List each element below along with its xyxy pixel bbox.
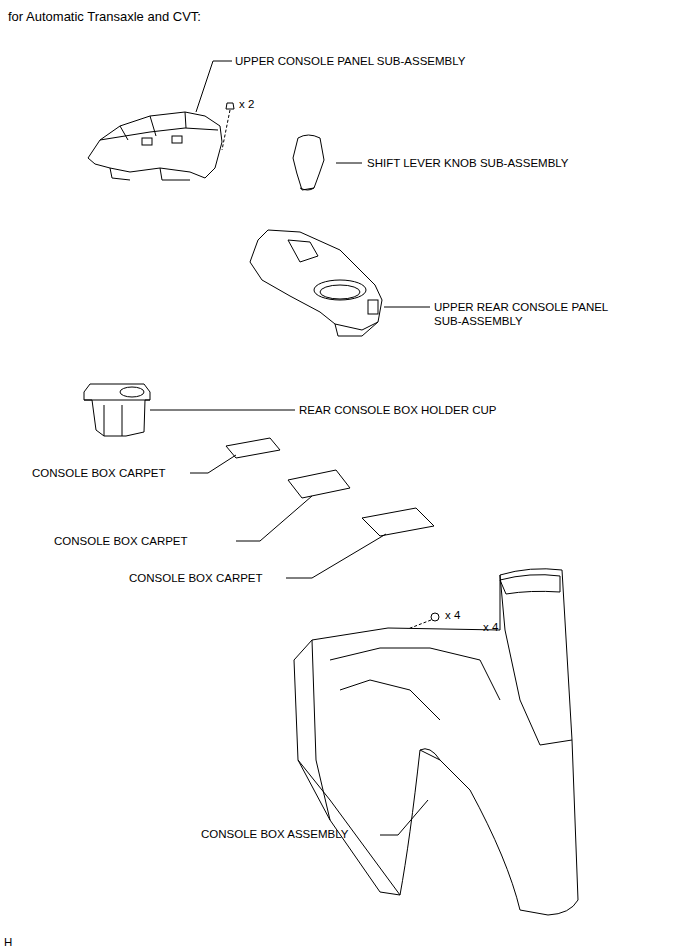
carpet: [288, 470, 350, 498]
upper-console-panel: [88, 112, 222, 180]
leader-line: [190, 455, 236, 473]
quantity: x 4: [445, 608, 460, 622]
holder-cup: [84, 384, 150, 436]
part-name: UPPER REAR CONSOLE PANEL SUB-ASSEMBLY: [434, 300, 634, 328]
shift-knob: [293, 135, 324, 190]
part-name: UPPER CONSOLE PANEL SUB-ASSEMBLY: [235, 54, 466, 68]
leader-line: [336, 163, 362, 164]
upper-rear-console-panel: [250, 230, 382, 336]
leader-line: [380, 800, 428, 835]
leader-line: [286, 534, 386, 578]
clip-symbol: [222, 103, 234, 150]
part-name: CONSOLE BOX ASSEMBLY: [201, 827, 348, 841]
part-name: SHIFT LEVER KNOB SUB-ASSEMBLY: [367, 156, 569, 170]
title: for Automatic Transaxle and CVT:: [8, 10, 201, 24]
part-name: CONSOLE BOX CARPET: [54, 534, 188, 548]
part-name: REAR CONSOLE BOX HOLDER CUP: [299, 403, 496, 417]
figure-code: H: [4, 935, 12, 949]
quantity: x 2: [239, 97, 254, 111]
console-box: [294, 569, 578, 915]
leader-line: [236, 496, 312, 541]
carpet: [226, 438, 280, 458]
carpet: [362, 508, 434, 536]
quantity: x 4: [483, 620, 498, 634]
part-name: CONSOLE BOX CARPET: [32, 466, 166, 480]
leader-line: [384, 307, 430, 308]
part-name: CONSOLE BOX CARPET: [129, 571, 263, 585]
leader-line: [150, 410, 295, 411]
